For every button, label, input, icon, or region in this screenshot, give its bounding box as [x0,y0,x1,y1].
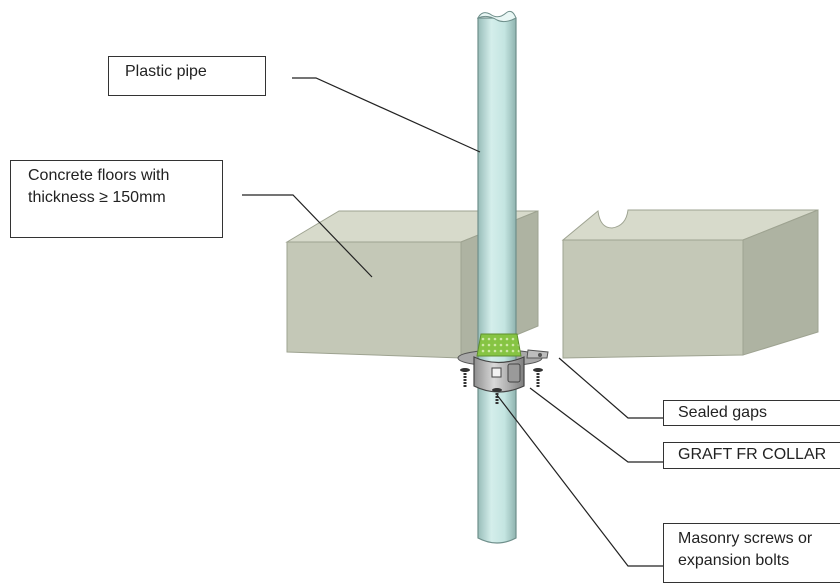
screw-left [460,368,470,388]
sealed-gaps-label: Sealed gaps [663,400,840,426]
concrete-floor-right [561,209,819,359]
leader-line-gaps [558,357,663,419]
concrete-floors-label: Concrete floors with thickness ≥ 150mm [10,160,223,238]
leader-line-screws [496,394,663,567]
intumescent-band [476,333,522,357]
plastic-pipe-label-text: Plastic pipe [125,63,207,80]
masonry-screws-label-line2: expansion bolts [678,552,790,569]
leader-line-floors [242,194,373,278]
masonry-screws-label-line1: Masonry screws or [678,530,813,547]
plastic-pipe [476,10,517,544]
leader-line-pipe [292,77,481,153]
masonry-screws-label: Masonry screws or expansion bolts [663,523,840,583]
leader-line-collar [529,387,663,463]
fr-collar-label: GRAFT FR COLLAR [663,442,840,469]
fr-collar [473,356,525,393]
screw-middle [492,388,502,404]
sealed-gaps-label-text: Sealed gaps [678,404,767,421]
concrete-floors-label-line1: Concrete floors with [28,167,170,184]
plastic-pipe-label: Plastic pipe [108,56,266,96]
concrete-floors-label-line2: thickness ≥ 150mm [28,189,166,206]
screw-right [533,368,543,388]
fr-collar-label-text: GRAFT FR COLLAR [678,446,827,463]
